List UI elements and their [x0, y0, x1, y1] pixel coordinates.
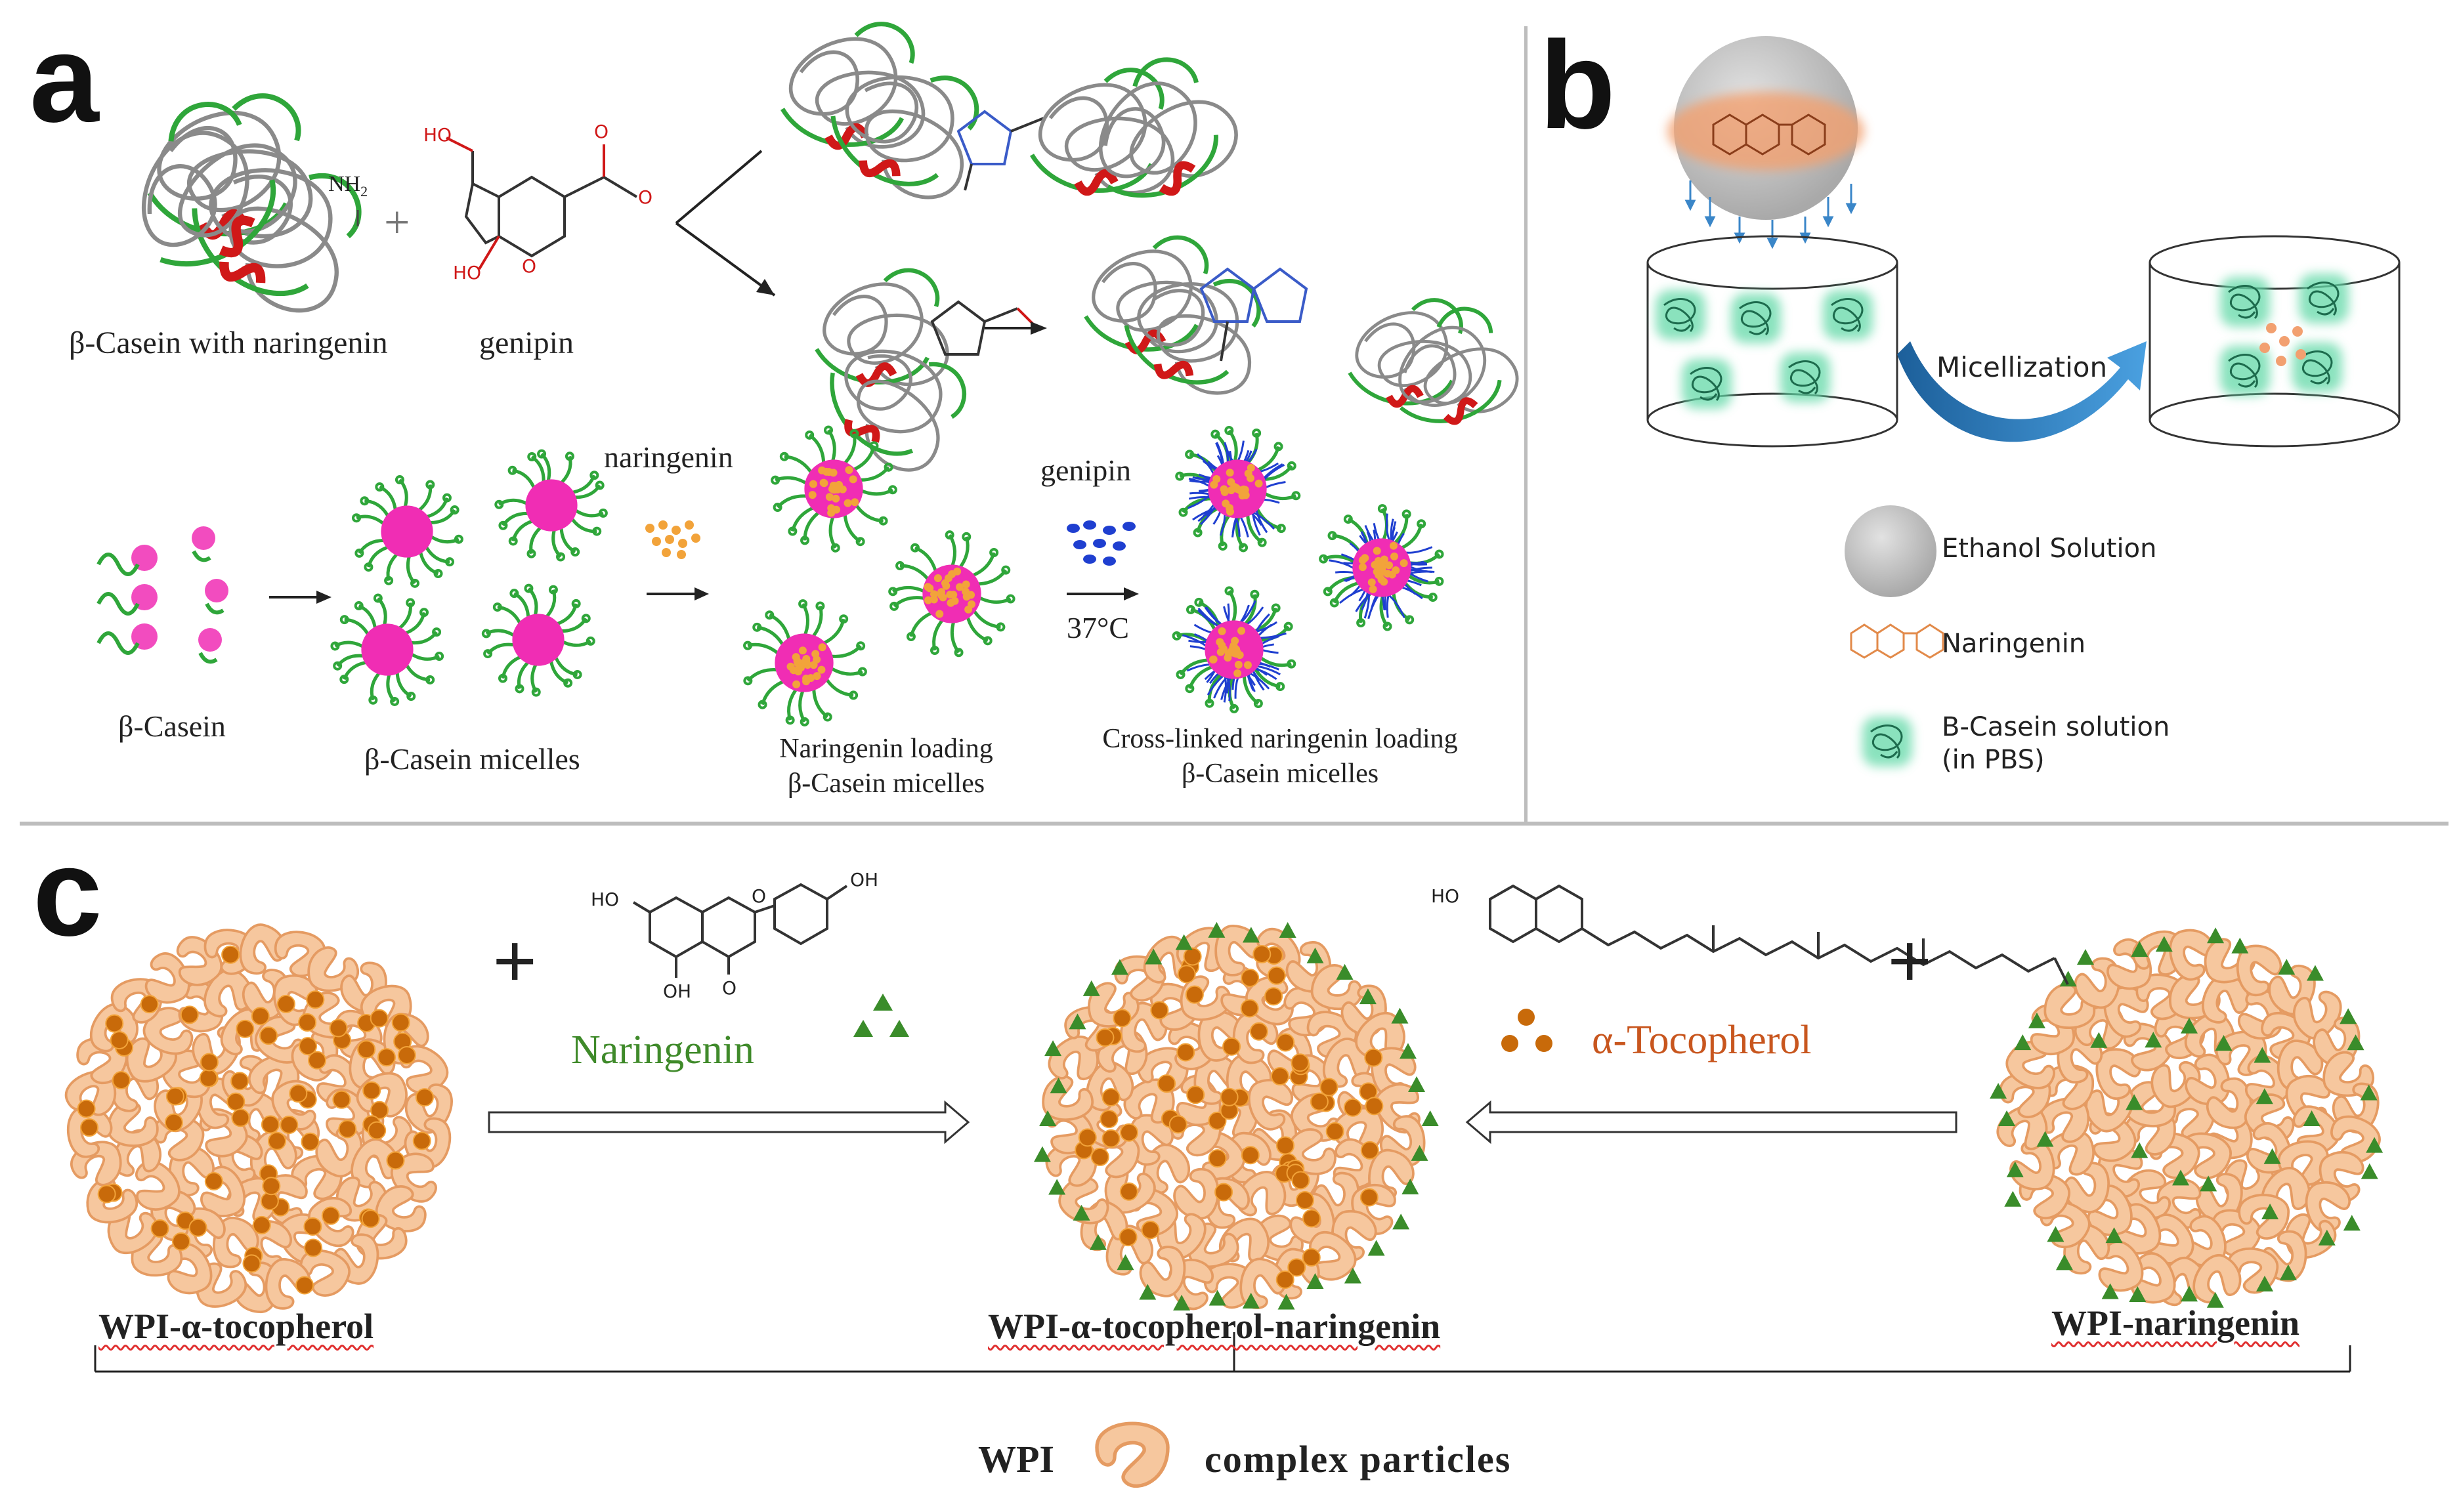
micelle	[1175, 425, 1301, 553]
bottom-bracket	[94, 1332, 2351, 1373]
branch-arrow-down	[675, 222, 776, 297]
panel-c-graphics: HO OH OH O O HO	[59, 869, 2387, 1509]
panel-letter-a: a	[30, 9, 99, 148]
svg-text:O: O	[638, 186, 652, 208]
wpi-naringenin-label: WPI-naringenin	[2051, 1303, 2300, 1343]
micelle	[1172, 586, 1296, 713]
svg-text:HO: HO	[453, 262, 481, 284]
naringenin-dots	[645, 520, 700, 559]
legend-ethanol-label: Ethanol Solution	[1942, 534, 2157, 564]
wpi-naringenin-particle	[1990, 923, 2387, 1317]
panel-letter-b: b	[1539, 16, 1616, 155]
nh2-label: NH2	[328, 172, 368, 200]
plus-sign-a: +	[384, 198, 410, 248]
naringenin-loading-label: Naringenin loading β-Casein micelles	[779, 734, 993, 799]
micelle	[888, 530, 1016, 658]
micellization-arrow	[1897, 341, 2147, 442]
micelle	[352, 475, 463, 588]
arrow-right-hollow	[488, 1100, 970, 1144]
ethanol-solution-icon	[1845, 505, 1936, 597]
wpi-tocopherol-label: WPI-α-tocopherol	[98, 1307, 374, 1346]
complex-particles-label: complex particles	[1205, 1438, 1512, 1480]
naringenin-in-micelle	[2259, 323, 2306, 366]
svg-text:O: O	[722, 977, 737, 999]
svg-text:HO: HO	[591, 889, 619, 910]
right-beaker	[2149, 235, 2401, 448]
casein-naringenin-structure	[98, 82, 383, 326]
casein-micelles-label: β-Casein micelles	[364, 742, 580, 776]
branch-arrow-up	[675, 150, 763, 224]
genipin-label: genipin	[1040, 453, 1131, 487]
temperature-label: 37°C	[1067, 611, 1130, 644]
genipin-caption: genipin	[479, 326, 574, 360]
micelle	[743, 599, 867, 726]
crosslinked-product-top	[782, 24, 996, 210]
casein-monomers	[96, 526, 228, 664]
crosslinked-loading-label: Cross-linked naringenin loading β-Casein…	[1102, 724, 1458, 789]
wpi-tocopherol-particle	[59, 919, 460, 1314]
panel-b-graphics	[1646, 36, 2401, 820]
plus-sign-c-left: +	[492, 917, 538, 1005]
plus-sign-c-right: +	[1887, 917, 1933, 1005]
left-beaker	[1646, 235, 1898, 448]
micellization-label: Micellization	[1936, 351, 2108, 383]
legend-naringenin-label: Naringenin	[1942, 629, 2086, 659]
casein-micelles	[330, 425, 1444, 726]
horizontal-divider	[20, 822, 2448, 826]
naringenin-triangle-icon	[853, 994, 909, 1037]
micelle	[1319, 504, 1444, 631]
svg-text:OH: OH	[663, 980, 691, 1002]
naringenin-molecule-icon	[1850, 623, 1944, 659]
panel-a-graphics: HO HO O O O	[0, 0, 1523, 726]
micelle	[494, 449, 608, 562]
micelle	[481, 583, 595, 697]
wpi-tocopherol-naringenin-label: WPI-α-tocopherol-naringenin	[988, 1307, 1441, 1346]
svg-text:O: O	[594, 121, 609, 142]
micelle	[771, 425, 897, 553]
svg-text:O: O	[752, 885, 766, 907]
tocopherol-structure: HO	[1431, 884, 2069, 985]
arrow-left-hollow	[1465, 1100, 1957, 1144]
naringenin-name: Naringenin	[571, 1028, 754, 1072]
tocopherol-dot-icon	[1501, 1009, 1552, 1052]
naringenin-structure: HO OH OH O O	[591, 869, 878, 1002]
vertical-divider	[1524, 26, 1528, 824]
casein-label: β-Casein	[118, 709, 226, 743]
panel-letter-c: c	[33, 823, 102, 962]
naringenin-label: naringenin	[604, 440, 733, 474]
wpi-bean-icon	[1097, 1423, 1168, 1486]
casein-solution-icon	[1862, 717, 1912, 766]
wpi-tocopherol-naringenin-particle	[1033, 919, 1439, 1316]
svg-text:HO: HO	[1431, 885, 1459, 907]
micelle	[330, 593, 444, 706]
legend-casein-label: B-Casein solution (in PBS)	[1942, 712, 2170, 775]
genipin-dots	[1067, 520, 1136, 566]
svg-text:OH: OH	[850, 869, 878, 891]
casein-with-naringenin-label: β-Casein with naringenin	[69, 326, 388, 360]
naringenin-molecule-in-droplet	[1712, 114, 1826, 156]
wpi-legend-label: WPI	[978, 1438, 1054, 1480]
svg-text:HO: HO	[423, 124, 452, 146]
tocopherol-name: α-Tocopherol	[1592, 1018, 1812, 1062]
genipin-structure: HO HO O O O	[423, 121, 652, 284]
svg-text:O: O	[522, 255, 536, 277]
